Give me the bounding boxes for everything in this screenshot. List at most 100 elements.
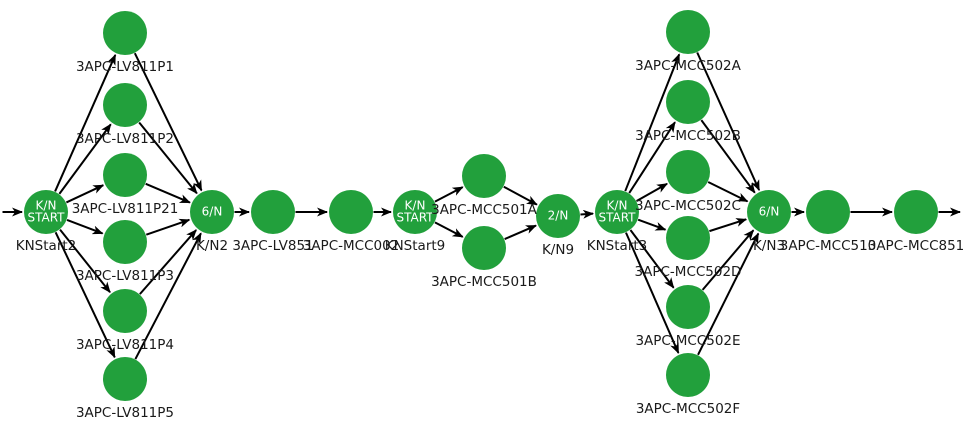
graph-node[interactable]	[666, 150, 710, 194]
node-caption: 3APC-MCC502B	[635, 128, 741, 144]
graph-edge	[580, 209, 595, 219]
node-caption: 3APC-LV851	[232, 238, 313, 254]
edge-layer	[2, 52, 961, 360]
node-caption: 3APC-LV811P21	[72, 201, 179, 217]
graph-edge	[636, 182, 668, 202]
node-caption: 3APC-MCC510	[780, 238, 877, 254]
node-caption: 3APC-MCC501B	[431, 274, 537, 290]
graph-edge	[65, 184, 105, 204]
graph-node[interactable]: 6/N	[747, 190, 791, 234]
node-caption: 3APC-LV811P1	[76, 59, 174, 75]
graph-node[interactable]	[103, 357, 147, 401]
graph-edge	[58, 123, 112, 195]
graph-node[interactable]	[806, 190, 850, 234]
node-caption: 3APC-LV811P3	[76, 268, 174, 284]
node-caption: KNStart3	[587, 238, 648, 254]
graph-node[interactable]	[894, 190, 938, 234]
node-caption: 3APC-LV811P5	[76, 405, 174, 421]
graph-edge	[707, 181, 749, 203]
graph-edge	[134, 232, 202, 360]
node-caption: KNStart9	[385, 238, 446, 254]
graph-edge	[696, 52, 761, 192]
node-circle[interactable]	[251, 190, 295, 234]
node-circle[interactable]	[190, 190, 234, 234]
graph-edge	[629, 229, 675, 289]
graph-node[interactable]	[103, 153, 147, 197]
node-circle[interactable]	[462, 154, 506, 198]
graph-node[interactable]: 2/N	[536, 194, 580, 238]
node-caption: 3APC-MCC501A	[431, 202, 538, 218]
graph-edge	[54, 54, 117, 192]
graph-edge	[709, 218, 748, 233]
graph-node[interactable]	[329, 190, 373, 234]
graph-edge	[434, 221, 464, 238]
node-circle[interactable]	[666, 10, 710, 54]
node-circle[interactable]	[103, 220, 147, 264]
graph-edge	[628, 121, 676, 194]
graph-edge	[145, 182, 191, 204]
graph-node[interactable]	[251, 190, 295, 234]
node-circle[interactable]	[747, 190, 791, 234]
graph-node[interactable]	[666, 353, 710, 397]
node-circle[interactable]	[806, 190, 850, 234]
graph-edge	[503, 185, 538, 206]
node-circle[interactable]	[666, 80, 710, 124]
node-circle[interactable]	[666, 353, 710, 397]
node-circle[interactable]	[329, 190, 373, 234]
graph-edge	[625, 232, 680, 354]
graph-edge	[59, 228, 111, 294]
node-circle[interactable]	[894, 190, 938, 234]
graph-node[interactable]	[103, 289, 147, 333]
graph-node[interactable]	[103, 220, 147, 264]
graph-node[interactable]	[462, 154, 506, 198]
graph-edge	[697, 232, 760, 356]
node-circle[interactable]	[462, 226, 506, 270]
node-circle[interactable]	[666, 285, 710, 329]
node-caption: 3APC-LV811P4	[76, 337, 174, 353]
node-caption: 3APC-MCC502E	[635, 333, 740, 349]
node-circle[interactable]	[103, 357, 147, 401]
caption-layer: KNStart2 3APC-LV811P1 3APC-LV811P2 3APC-LV8…	[16, 58, 964, 421]
node-caption: KNStart2	[16, 238, 77, 254]
node-circle[interactable]	[536, 194, 580, 238]
graph-edge	[139, 229, 197, 295]
graph-edge	[504, 224, 537, 240]
graph-edge	[624, 53, 681, 192]
graph-edge	[66, 219, 104, 235]
graph-edge	[133, 52, 203, 192]
node-circle[interactable]	[666, 216, 710, 260]
node-caption: 3APC-MCC502D	[635, 264, 742, 280]
node-caption: 3APC-LV811P2	[76, 131, 174, 147]
graph-edge	[701, 229, 755, 291]
graph-edge	[700, 119, 756, 194]
node-caption: 3APC-MCC502F	[636, 401, 740, 417]
node-circle[interactable]	[103, 11, 147, 55]
graph-node[interactable]	[103, 83, 147, 127]
graph-node[interactable]	[666, 80, 710, 124]
node-caption: 3APC-MCC002	[303, 238, 400, 254]
node-circle[interactable]	[103, 153, 147, 197]
graph-node[interactable]	[462, 226, 506, 270]
graph-node[interactable]	[103, 11, 147, 55]
node-caption: 3APC-MCC502C	[635, 198, 741, 214]
graph-node[interactable]	[666, 216, 710, 260]
node-caption: 3APC-MCC851	[868, 238, 964, 254]
node-caption: K/N2	[196, 238, 228, 254]
node-caption: K/N9	[542, 242, 574, 258]
node-caption: K/N3	[753, 238, 785, 254]
node-circle[interactable]	[595, 190, 639, 234]
graph-edge	[138, 121, 198, 195]
graph-node[interactable]	[666, 285, 710, 329]
node-circle[interactable]	[666, 150, 710, 194]
graph-node[interactable]: 6/N	[190, 190, 234, 234]
node-circle[interactable]	[103, 83, 147, 127]
node-circle[interactable]	[24, 190, 68, 234]
graph-node[interactable]	[666, 10, 710, 54]
node-circle[interactable]	[103, 289, 147, 333]
graph-edge	[637, 218, 667, 231]
node-circle[interactable]	[393, 190, 437, 234]
